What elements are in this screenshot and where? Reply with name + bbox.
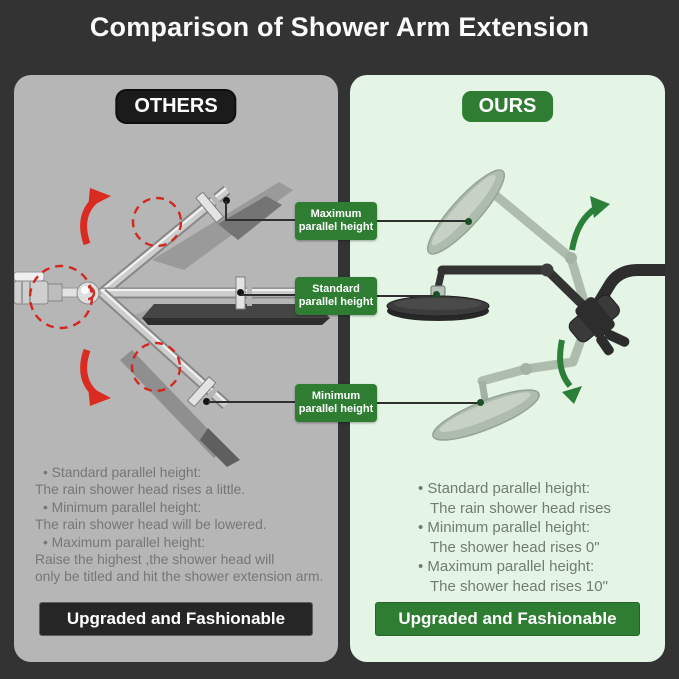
note-line: only be titled and hit the shower extens… <box>35 569 324 585</box>
ours-notes: • Standard parallel height: The rain sho… <box>418 479 658 596</box>
leader-line <box>375 220 468 222</box>
others-shower-arm-illustration <box>14 182 330 467</box>
others-panel: OTHERS <box>14 75 338 662</box>
callout-line2: parallel height <box>298 403 374 415</box>
leader-dot <box>465 218 472 225</box>
flat-shower-head <box>122 304 330 325</box>
note-line: • Minimum parallel height: <box>418 519 590 536</box>
others-footer-banner: Upgraded and Fashionable <box>39 602 313 636</box>
leader-dot <box>433 291 440 298</box>
ghost-position-up <box>427 169 591 313</box>
red-dashed-circle-pivot <box>28 264 94 330</box>
note-line: The rain shower head will be lowered. <box>35 517 267 533</box>
callout-line2: parallel height <box>298 221 374 233</box>
leader-line <box>208 401 297 403</box>
tilted-head-up <box>152 182 293 270</box>
note-line: • Maximum parallel height: <box>43 534 206 550</box>
wall-mount-joint <box>14 271 100 305</box>
note-line: The shower head rises 10" <box>430 577 608 595</box>
note-line: • Standard parallel height: <box>418 480 591 497</box>
red-dashed-circle-up <box>131 196 183 248</box>
leader-dot <box>237 289 244 296</box>
callout-line1: Standard <box>312 283 360 295</box>
note-line: • Minimum parallel height: <box>43 499 202 515</box>
callout-line1: Maximum <box>310 208 362 220</box>
leader-dot <box>223 197 230 204</box>
ghost-position-down <box>432 321 591 441</box>
leader-dot <box>477 399 484 406</box>
callout-line2: parallel height <box>298 296 374 308</box>
red-arrow-up-icon <box>80 188 111 246</box>
red-arrow-down-icon <box>80 348 111 406</box>
ours-badge: OURS <box>461 91 554 122</box>
note-line: • Maximum parallel height: <box>418 558 595 575</box>
ours-shower-arm-illustration <box>386 169 665 441</box>
callout-maximum: Maximum parallel height <box>295 202 377 240</box>
leader-line <box>375 402 480 404</box>
red-dashed-circle-down <box>130 341 182 393</box>
callout-minimum: Minimum parallel height <box>295 384 377 422</box>
green-arrow-down-icon <box>557 339 582 404</box>
note-line: The rain shower head rises <box>430 499 611 517</box>
note-line: The shower head rises 0" <box>430 538 600 556</box>
others-notes: • Standard parallel height: The rain sho… <box>35 464 335 586</box>
ours-footer-banner: Upgraded and Fashionable <box>375 602 640 636</box>
leader-line <box>375 295 436 297</box>
callout-standard: Standard parallel height <box>295 277 377 315</box>
tilted-head-down <box>120 350 240 467</box>
solid-shower-head <box>386 295 490 321</box>
note-line: Raise the highest ,the shower head will <box>35 552 275 568</box>
note-line: • Standard parallel height: <box>43 465 202 480</box>
shower-arm-up <box>98 185 231 298</box>
page-title: Comparison of Shower Arm Extension <box>89 12 590 42</box>
leader-line <box>225 201 227 220</box>
leader-line <box>225 219 297 221</box>
leader-line <box>241 294 297 296</box>
ours-panel: OURS <box>350 75 665 662</box>
solid-shower-arm <box>430 263 665 356</box>
leader-dot <box>203 398 210 405</box>
callout-line1: Minimum <box>311 390 361 402</box>
pivot-joint <box>568 294 620 343</box>
note-line: The rain shower head rises a little. <box>35 482 246 498</box>
green-arrow-up-icon <box>569 196 610 251</box>
others-badge: OTHERS <box>117 91 235 122</box>
